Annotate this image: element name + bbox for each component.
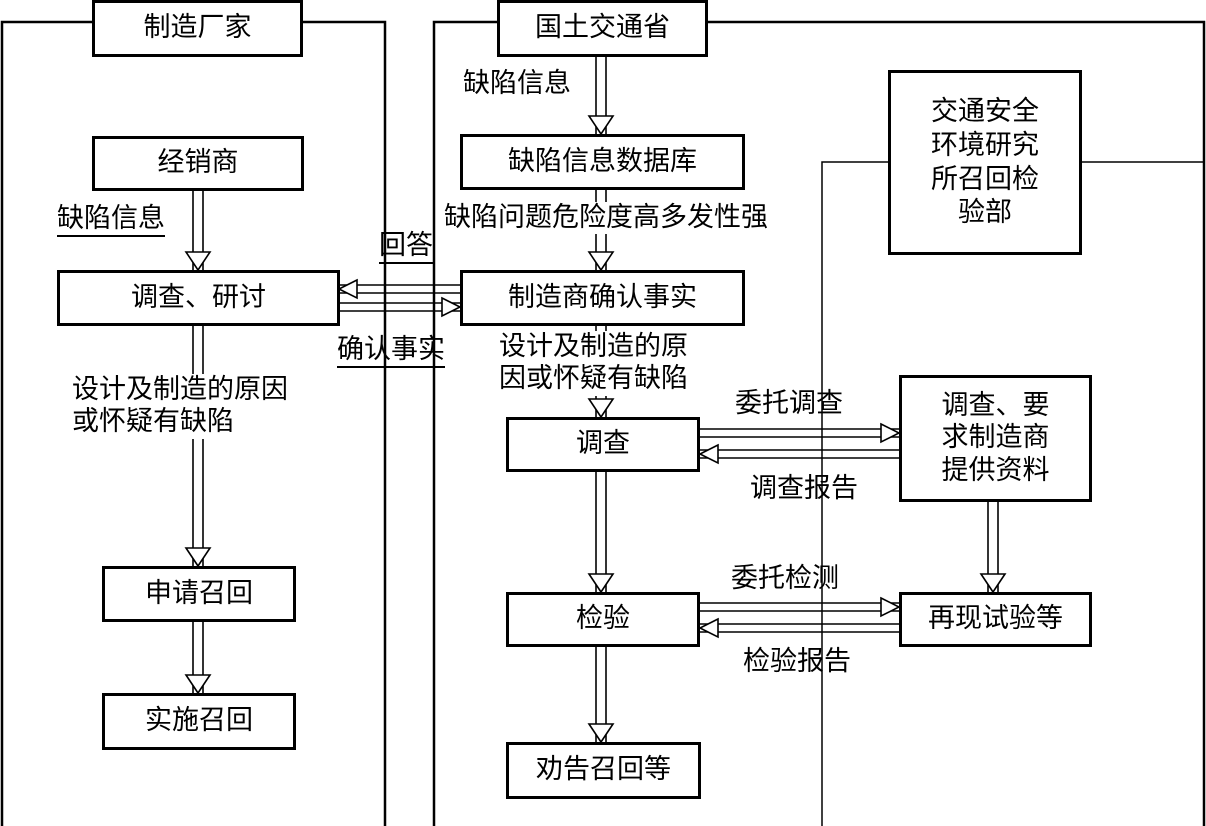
manufacturer-frame [0, 20, 387, 826]
defect-database-box: 缺陷信息数据库 [460, 134, 745, 190]
ministry-cause-label: 设计及制造的原 因或怀疑有缺陷 [499, 331, 688, 396]
investigation-box: 调查 [506, 417, 700, 472]
manufacturer-defect-info-label: 缺陷信息 [57, 203, 165, 238]
manufacturer-confirm-box: 制造商确认事实 [460, 270, 745, 326]
investigate-request-box: 调查、要 求制造商 提供资料 [899, 375, 1092, 502]
entrust-investigation-label: 委托调查 [735, 388, 843, 419]
entrust-testing-label: 委托检测 [731, 563, 839, 594]
reproduce-test-box: 再现试验等 [899, 592, 1092, 647]
confirm-facts-label: 确认事实 [337, 334, 445, 369]
manufacturer-title: 制造厂家 [92, 0, 303, 57]
investigate-discuss-box: 调查、研讨 [57, 270, 340, 326]
ministry-frame [432, 20, 1206, 826]
horizontal-arrows [337, 278, 901, 639]
vertical-arrows [184, 57, 1007, 744]
inspection-report-label: 检验报告 [743, 646, 851, 677]
apply-recall-box: 申请召回 [102, 566, 296, 622]
ministry-defect-info-label: 缺陷信息 [463, 68, 571, 99]
reply-label: 回答 [379, 230, 433, 265]
advise-recall-box: 劝告召回等 [506, 742, 701, 799]
inspection-box: 检验 [506, 592, 700, 647]
institute-line [821, 161, 1204, 826]
dealer-box: 经销商 [92, 136, 304, 191]
investigation-report-label: 调查报告 [750, 473, 858, 504]
ministry-title: 国土交通省 [497, 0, 708, 57]
institute-box: 交通安全 环境研究 所召回检 验部 [888, 70, 1082, 255]
manufacturer-cause-label: 设计及制造的原因 或怀疑有缺陷 [72, 374, 288, 439]
implement-recall-box: 实施召回 [102, 693, 296, 750]
risk-label: 缺陷问题危险度高多发性强 [444, 202, 768, 235]
